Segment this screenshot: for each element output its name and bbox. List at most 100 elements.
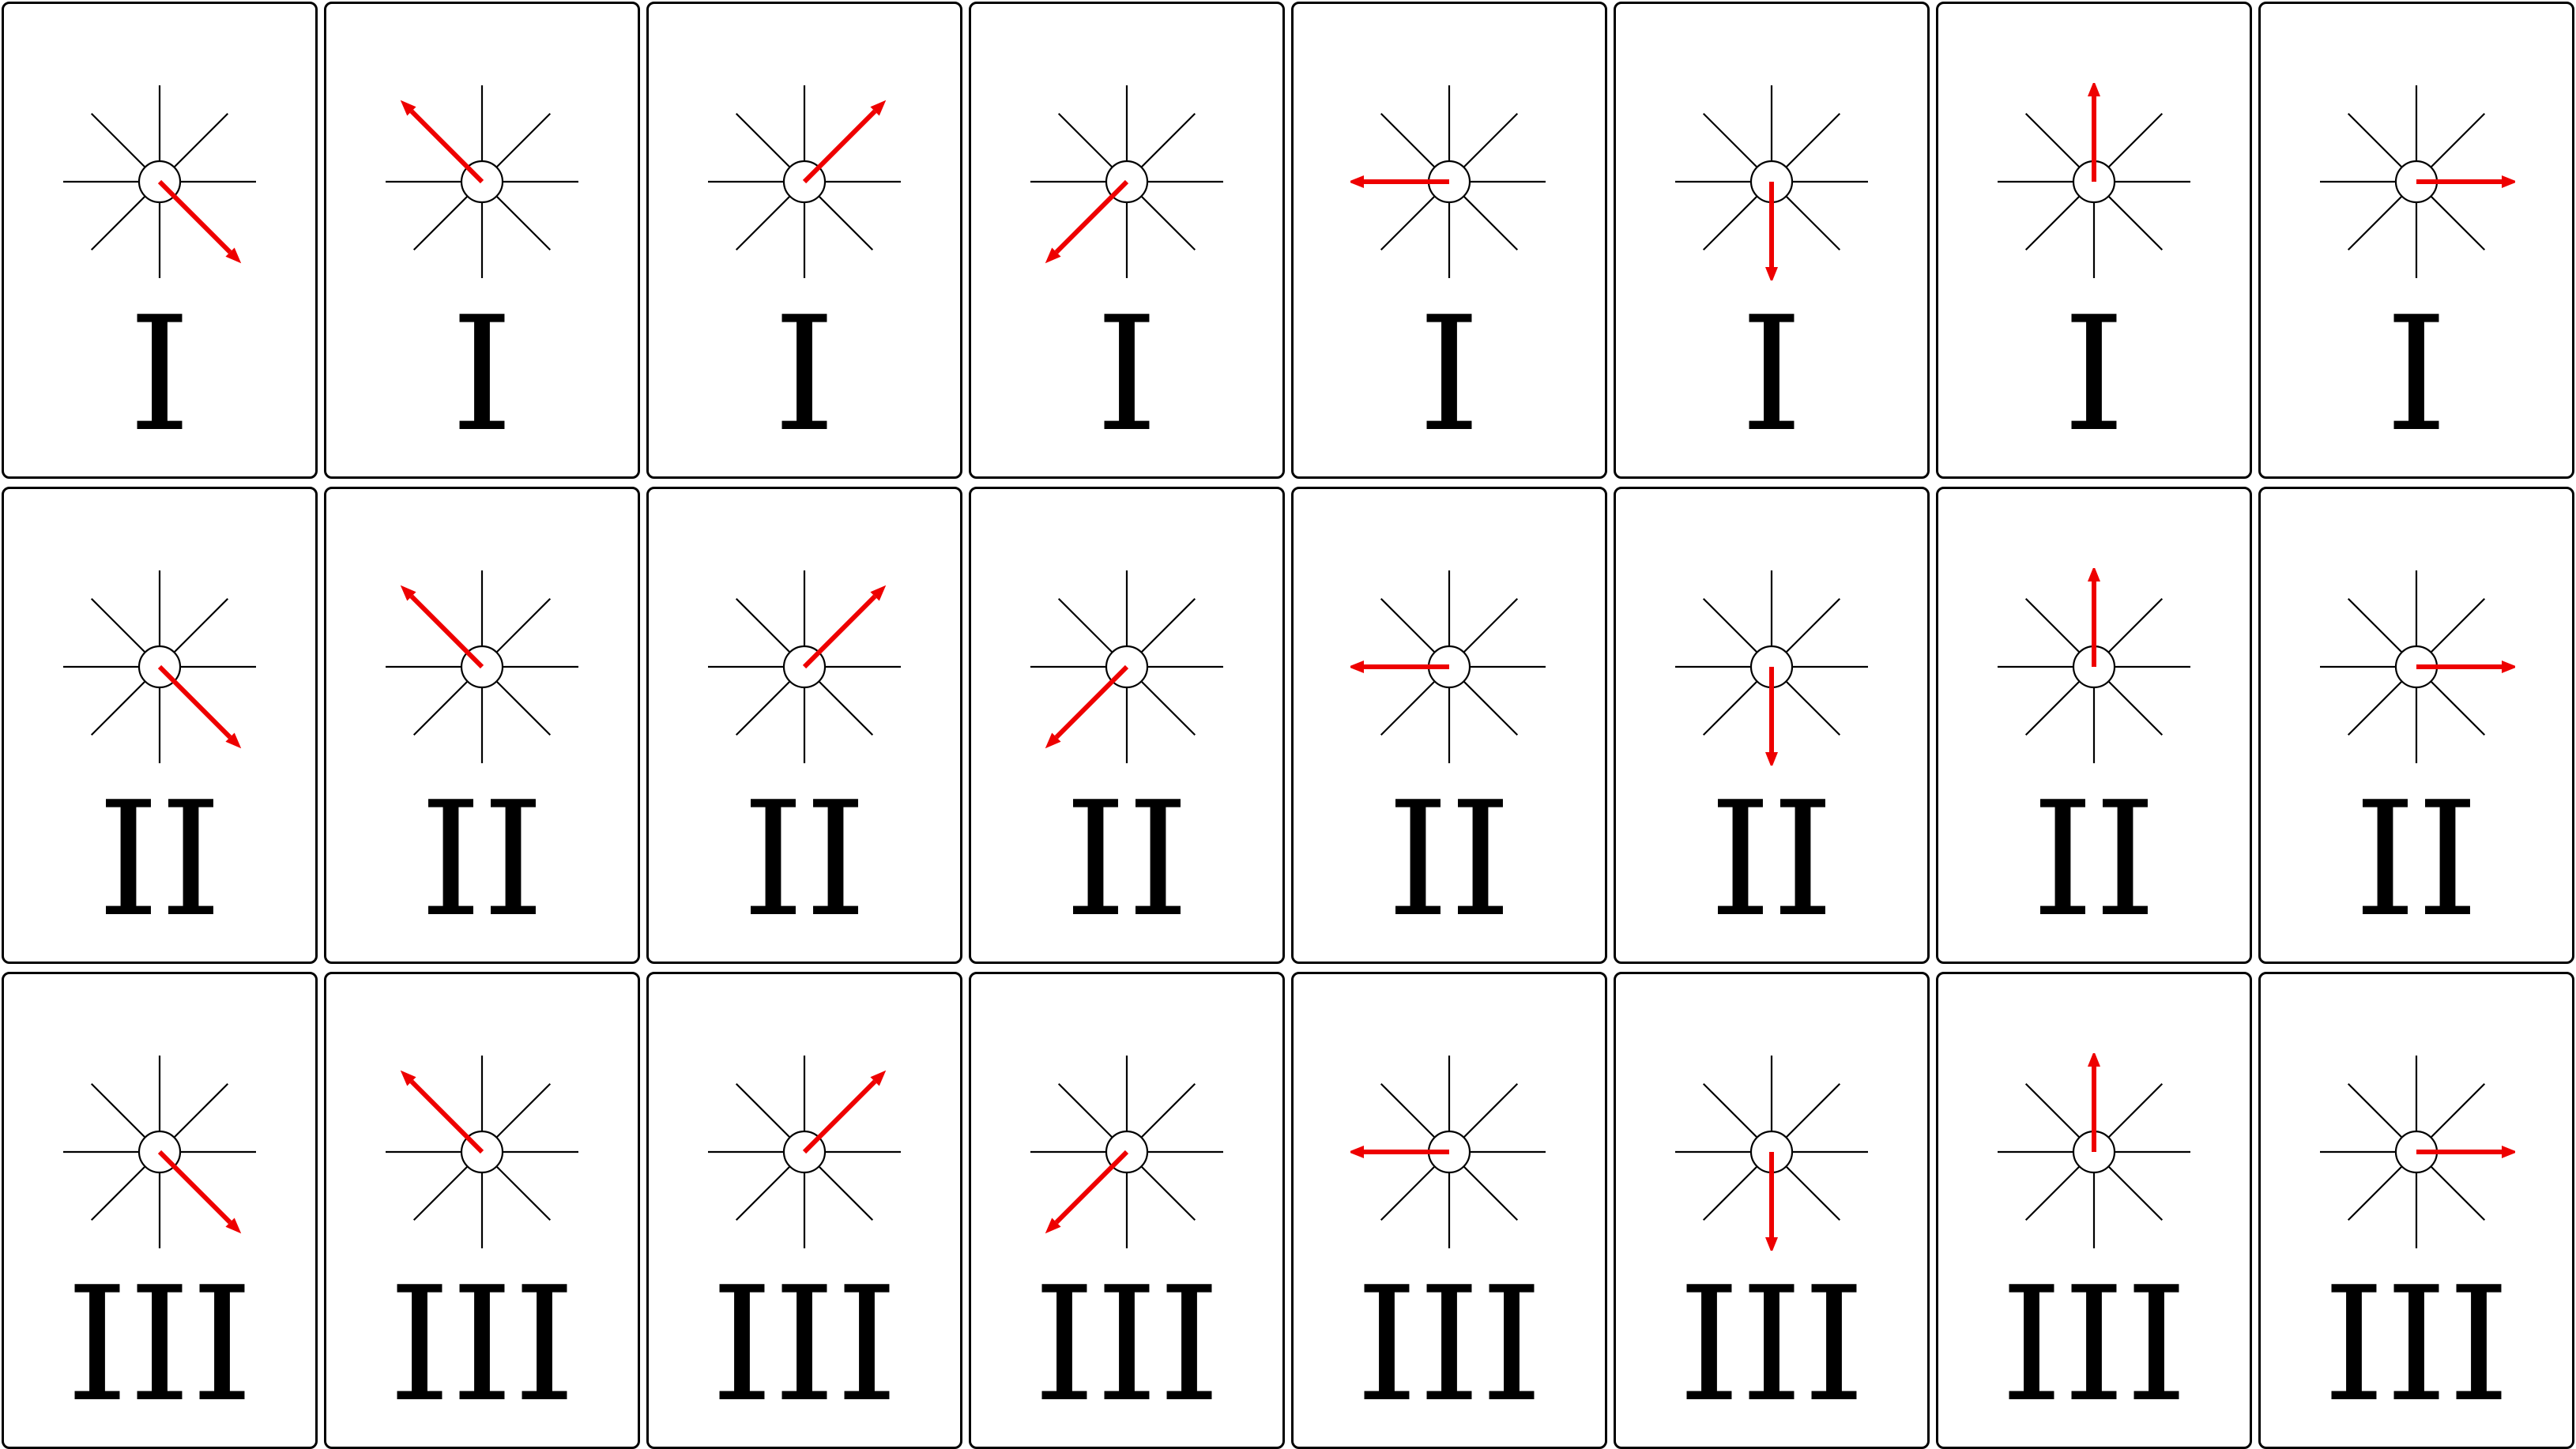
compass-hub: [460, 160, 504, 204]
compass-spoke: [90, 195, 146, 251]
direction-arrow-icon: [802, 1070, 887, 1154]
compass-spoke: [2024, 112, 2081, 168]
compass-spoke: [735, 1082, 791, 1138]
card-numeral: I: [1095, 283, 1158, 467]
compass-hub: [782, 645, 827, 689]
compass-hub: [1105, 1130, 1149, 1174]
compass-hub: [782, 1130, 827, 1174]
compass-spoke: [2024, 1082, 2081, 1138]
direction-arrow-icon: [1045, 664, 1129, 749]
compass-spoke: [735, 112, 791, 168]
compass-spoke: [2107, 112, 2164, 168]
direction-card[interactable]: III: [324, 972, 640, 1449]
compass-spoke: [2430, 1165, 2486, 1221]
compass-spoke: [735, 1165, 791, 1221]
direction-card[interactable]: I: [2, 2, 318, 479]
direction-card[interactable]: II: [2258, 487, 2574, 964]
compass-spoke: [1785, 597, 1841, 653]
direction-card[interactable]: II: [1614, 487, 1930, 964]
compass-spoke: [818, 195, 874, 251]
compass-spoke: [2347, 1082, 2403, 1138]
direction-arrow-icon: [802, 585, 887, 669]
compass-spoke: [1380, 597, 1436, 653]
card-numeral: II: [96, 768, 222, 952]
compass-spoke: [1702, 112, 1758, 168]
compass-spoke: [2107, 680, 2164, 736]
direction-card[interactable]: I: [1614, 2, 1930, 479]
compass-spoke: [1380, 112, 1436, 168]
compass-spoke: [2430, 1082, 2486, 1138]
compass-spoke: [2347, 195, 2403, 251]
direction-card[interactable]: I: [1936, 2, 2252, 479]
direction-card[interactable]: II: [646, 487, 962, 964]
direction-card[interactable]: I: [2258, 2, 2574, 479]
eight-spoke-compass-icon: [2320, 85, 2515, 278]
card-numeral: I: [2385, 283, 2448, 467]
card-numeral: I: [1418, 283, 1481, 467]
card-numeral: III: [2000, 1253, 2188, 1437]
compass-spoke: [2024, 680, 2081, 736]
compass-spoke: [412, 1165, 469, 1221]
direction-arrow-icon: [157, 179, 242, 264]
compass-spoke: [1380, 1082, 1436, 1138]
card-numeral: III: [388, 1253, 576, 1437]
compass-spoke: [495, 1165, 552, 1221]
direction-arrow-icon: [2416, 661, 2515, 673]
compass-spoke: [90, 1165, 146, 1221]
direction-card[interactable]: II: [1291, 487, 1607, 964]
compass-spoke: [1463, 1082, 1519, 1138]
direction-card[interactable]: III: [2258, 972, 2574, 1449]
compass-spoke: [495, 680, 552, 736]
direction-card[interactable]: III: [969, 972, 1285, 1449]
direction-card[interactable]: III: [1291, 972, 1607, 1449]
card-numeral: II: [1386, 768, 1512, 952]
compass-spoke: [1140, 680, 1196, 736]
compass-spoke: [2024, 195, 2081, 251]
eight-spoke-compass-icon: [1350, 85, 1546, 278]
direction-arrow-icon: [1350, 175, 1449, 188]
direction-arrow-icon: [400, 100, 484, 184]
direction-arrow-icon: [1350, 661, 1449, 673]
compass-spoke: [2024, 1165, 2081, 1221]
card-numeral: I: [450, 283, 514, 467]
direction-arrow-icon: [1045, 1150, 1129, 1234]
compass-spoke: [2430, 195, 2486, 251]
compass-spoke: [1702, 597, 1758, 653]
direction-card[interactable]: II: [969, 487, 1285, 964]
direction-card[interactable]: III: [2, 972, 318, 1449]
compass-hub: [460, 645, 504, 689]
direction-card[interactable]: II: [1936, 487, 2252, 964]
compass-spoke: [1380, 680, 1436, 736]
compass-spoke: [1380, 1165, 1436, 1221]
direction-card[interactable]: I: [324, 2, 640, 479]
compass-spoke: [2347, 1165, 2403, 1221]
eight-spoke-compass-icon: [63, 570, 256, 763]
direction-card[interactable]: II: [324, 487, 640, 964]
direction-arrow-icon: [2416, 1146, 2515, 1158]
direction-card[interactable]: I: [969, 2, 1285, 479]
direction-card[interactable]: I: [1291, 2, 1607, 479]
direction-card[interactable]: I: [646, 2, 962, 479]
direction-arrow-icon: [2088, 83, 2100, 182]
direction-arrow-icon: [2088, 568, 2100, 667]
card-numeral: III: [2322, 1253, 2510, 1437]
compass-spoke: [90, 1082, 146, 1138]
compass-spoke: [1785, 112, 1841, 168]
direction-arrow-icon: [1350, 1146, 1449, 1158]
eight-spoke-compass-icon: [63, 1056, 256, 1248]
direction-card[interactable]: II: [2, 487, 318, 964]
direction-card[interactable]: III: [1614, 972, 1930, 1449]
card-numeral: III: [1033, 1253, 1221, 1437]
eight-spoke-compass-icon: [2320, 570, 2515, 763]
compass-spoke: [2430, 597, 2486, 653]
direction-arrow-icon: [802, 100, 887, 184]
compass-spoke: [1140, 1082, 1196, 1138]
card-numeral: II: [2031, 768, 2156, 952]
direction-card[interactable]: III: [646, 972, 962, 1449]
compass-spoke: [495, 195, 552, 251]
compass-spoke: [90, 680, 146, 736]
card-numeral: I: [773, 283, 836, 467]
direction-card[interactable]: III: [1936, 972, 2252, 1449]
compass-spoke: [495, 112, 552, 168]
eight-spoke-compass-icon: [1030, 570, 1223, 763]
